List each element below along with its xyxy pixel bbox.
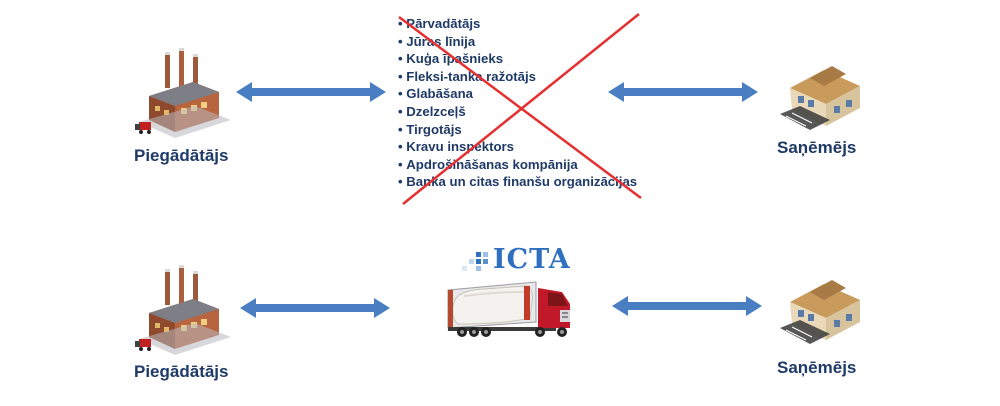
list-item: Glabāšana	[398, 85, 637, 103]
icta-logo: ICTA	[462, 244, 572, 278]
list-item: Tirgotājs	[398, 121, 637, 139]
factory-icon	[135, 48, 231, 138]
receiver-label: Saņēmējs	[777, 138, 857, 157]
logo-text: ICTA	[493, 244, 571, 275]
list-item: Fleksi-tanka ražotājs	[398, 68, 637, 86]
list-item: Kravu inspektors	[398, 138, 637, 156]
logo-dots-icon	[462, 252, 488, 271]
red-cross-icon	[398, 13, 642, 205]
list-item: Pārvadātājs	[398, 15, 637, 33]
double-arrow	[612, 296, 762, 316]
sender-label: Piegādātājs	[134, 146, 229, 165]
house-icon	[779, 279, 861, 345]
sender-label: Piegādātājs	[134, 362, 229, 381]
double-arrow	[240, 298, 390, 318]
list-item: Dzelzceļš	[398, 103, 637, 121]
house-icon	[779, 65, 861, 131]
double-arrow	[236, 82, 386, 102]
flexitank-truck-icon	[447, 281, 570, 337]
double-arrow	[608, 82, 758, 102]
intermediaries-list: Pārvadātājs Jūras līnija Kuģa īpašnieks …	[398, 15, 637, 191]
factory-icon	[135, 265, 231, 355]
list-item: Jūras līnija	[398, 33, 637, 51]
receiver-label: Saņēmējs	[777, 358, 857, 377]
list-item: Banka un citas finanšu organizācijas	[398, 173, 637, 191]
